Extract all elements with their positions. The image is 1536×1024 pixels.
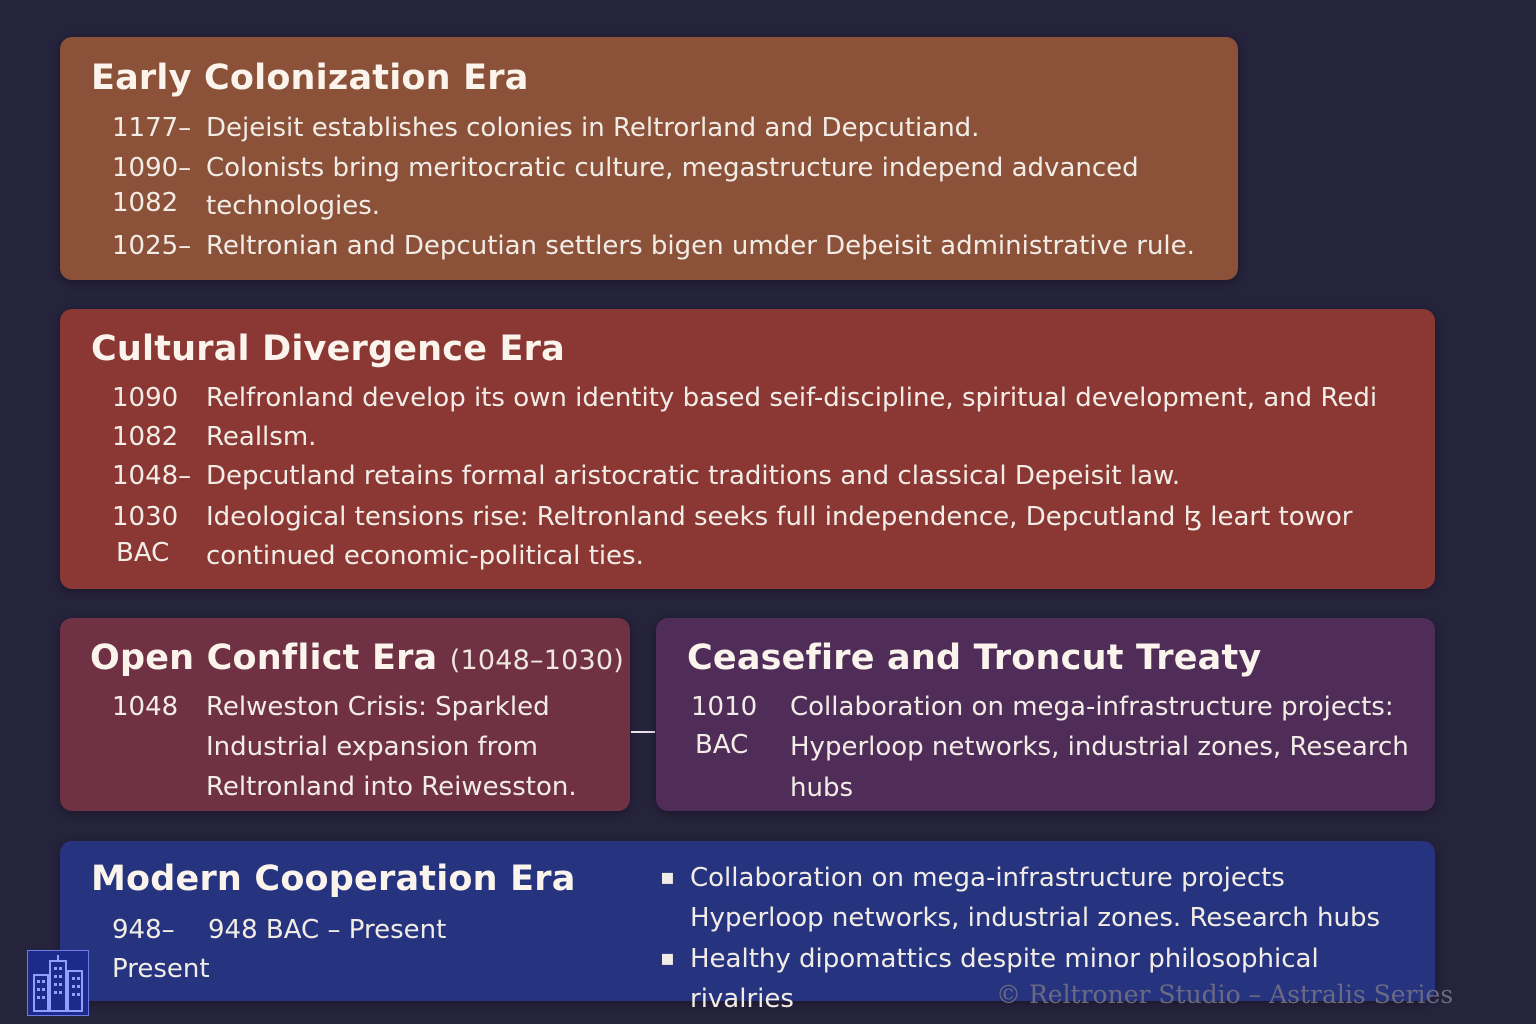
timeline-range: 948 BAC – Present (208, 915, 447, 945)
timeline-text: technologies. (206, 191, 381, 221)
timeline-year: BAC (116, 538, 170, 568)
timeline-year: 1090 (112, 383, 179, 413)
cultural-divergence-title: Cultural Divergence Era (91, 329, 565, 369)
timeline-year: BAC (695, 730, 749, 760)
timeline-text: Reallsm. (206, 422, 317, 452)
timeline-text: Industrial expansion from (206, 732, 538, 762)
timeline-text: Depcutland retains formal aristocratic t… (206, 461, 1181, 491)
bullet-text: Hyperloop networks, industrial zones. Re… (690, 903, 1380, 933)
timeline-year: 1048 (112, 692, 179, 722)
early-colonization-card: Early Colonization Era 1177– Dejeisit es… (60, 37, 1238, 280)
city-buildings-icon (27, 950, 89, 1016)
timeline-text: hubs (790, 773, 854, 803)
timeline-text: Reltronian and Depcutian settlers bigen … (206, 231, 1195, 261)
timeline-year: 1082 (112, 422, 179, 452)
timeline-year: 1025– (112, 231, 192, 261)
timeline-year: 1082 (112, 188, 179, 218)
bullet-text: Collaboration on mega-infrastructure pro… (690, 863, 1285, 893)
open-conflict-title: Open Conflict Era (1048–1030) (90, 638, 624, 678)
copyright-footer: © Reltroner Studio – Astralis Series (996, 980, 1454, 1009)
timeline-text: Reltronland into Reiwesston. (206, 772, 577, 802)
bullet-text: rivalries (690, 984, 794, 1014)
timeline-text: Relweston Crisis: Sparkled (206, 692, 550, 722)
timeline-text: Collaboration on mega-infrastructure pro… (790, 692, 1394, 722)
timeline-year: 948– (112, 915, 175, 945)
timeline-text: Dejeisit establishes colonies in Reltror… (206, 113, 980, 143)
timeline-year: 1177– (112, 113, 192, 143)
ceasefire-treaty-title: Ceasefire and Troncut Treaty (687, 638, 1262, 678)
timeline-year: 1048– (112, 461, 192, 491)
cultural-divergence-card: Cultural Divergence Era 1090 Relfronland… (60, 309, 1435, 589)
open-conflict-range: (1048–1030) (449, 645, 624, 676)
timeline-year: 1010 (691, 692, 758, 722)
timeline-text: Ideological tensions rise: Reltronland s… (206, 502, 1353, 532)
ceasefire-treaty-card: Ceasefire and Troncut Treaty 1010 Collab… (656, 618, 1435, 811)
open-conflict-card: Open Conflict Era (1048–1030) 1048 Relwe… (60, 618, 630, 811)
bullet-icon: ▪ (660, 946, 675, 971)
bullet-icon: ▪ (660, 865, 675, 890)
timeline-text: Relfronland develop its own identity bas… (206, 383, 1378, 413)
timeline-connector (631, 731, 655, 733)
timeline-text: Colonists bring meritocratic culture, me… (206, 153, 1139, 183)
timeline-text: continued economic-political ties. (206, 541, 644, 571)
timeline-year: Present (112, 954, 210, 984)
bullet-text: Healthy dipomattics despite minor philos… (690, 944, 1319, 974)
timeline-year: 1090– (112, 153, 192, 183)
modern-cooperation-card: Modern Cooperation Era 948– 948 BAC – Pr… (60, 841, 1435, 1014)
open-conflict-title-text: Open Conflict Era (90, 638, 438, 678)
timeline-year: 1030 (112, 502, 179, 532)
early-colonization-title: Early Colonization Era (91, 58, 529, 98)
modern-cooperation-title: Modern Cooperation Era (91, 859, 576, 899)
timeline-text: Hyperloop networks, industrial zones, Re… (790, 732, 1409, 762)
